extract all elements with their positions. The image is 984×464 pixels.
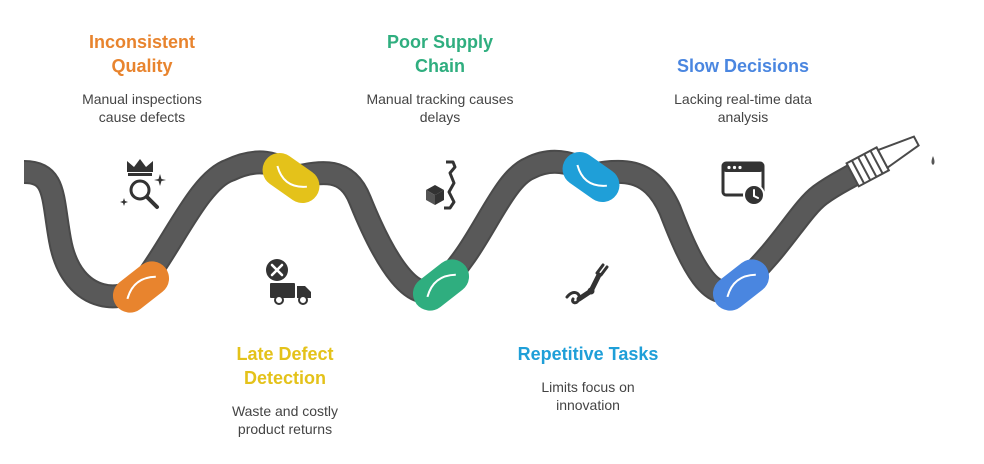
title-line: Quality xyxy=(42,54,242,78)
inconsistent-quality-title: Inconsistent Quality xyxy=(42,30,242,78)
slow-decisions-description: Lacking real-time data analysis xyxy=(643,90,843,126)
title-line: Detection xyxy=(185,366,385,390)
description-line: Lacking real-time data xyxy=(643,90,843,108)
description-line: Manual inspections xyxy=(42,90,242,108)
title-line: Late Defect xyxy=(185,342,385,366)
nozzle-icon xyxy=(847,130,923,187)
title-line: Slow Decisions xyxy=(643,54,843,78)
late-defect-detection-title: Late Defect Detection xyxy=(185,342,385,390)
description-line: analysis xyxy=(643,108,843,126)
description-line: delays xyxy=(340,108,540,126)
title-line: Chain xyxy=(340,54,540,78)
title-line: Inconsistent xyxy=(42,30,242,54)
water-drop-icon xyxy=(932,156,935,165)
late-defect-detection-description: Waste and costly product returns xyxy=(185,402,385,438)
description-line: Waste and costly xyxy=(185,402,385,420)
description-line: Manual tracking causes xyxy=(340,90,540,108)
inconsistent-quality-description: Manual inspections cause defects xyxy=(42,90,242,126)
repetitive-tasks-description: Limits focus on innovation xyxy=(488,378,688,414)
poor-supply-chain-title: Poor Supply Chain xyxy=(340,30,540,78)
robot-arm-icon xyxy=(563,255,613,309)
rejected-truck-icon xyxy=(263,256,315,306)
browser-timer-icon xyxy=(719,159,771,211)
hand-truck-icon xyxy=(422,158,464,212)
crown-magnifier-icon xyxy=(118,158,168,212)
slow-decisions-title: Slow Decisions xyxy=(643,54,843,78)
poor-supply-chain-description: Manual tracking causes delays xyxy=(340,90,540,126)
title-line: Poor Supply xyxy=(340,30,540,54)
description-line: cause defects xyxy=(42,108,242,126)
title-line: Repetitive Tasks xyxy=(488,342,688,366)
repetitive-tasks-title: Repetitive Tasks xyxy=(488,342,688,366)
description-line: innovation xyxy=(488,396,688,414)
description-line: product returns xyxy=(185,420,385,438)
description-line: Limits focus on xyxy=(488,378,688,396)
